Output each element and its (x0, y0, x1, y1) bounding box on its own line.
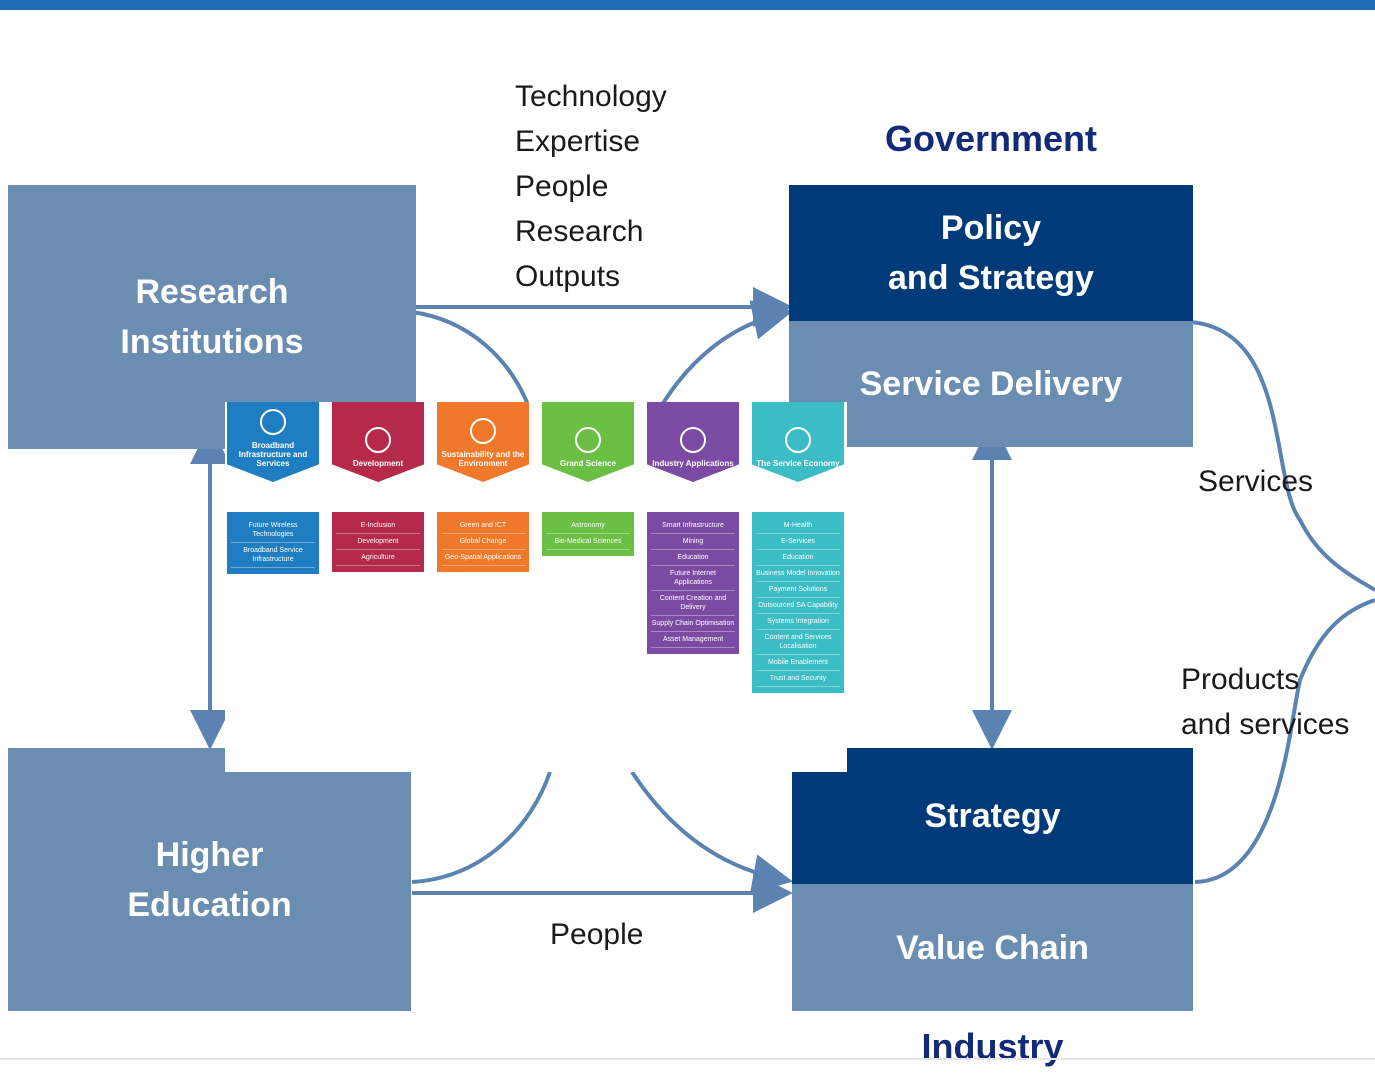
curve-inset-to-education (411, 771, 552, 884)
research-flow-label: Technology Expertise People Research Out… (515, 80, 667, 293)
broadband-icon (260, 409, 286, 435)
industry-heading: Industry (921, 1026, 1064, 1067)
curve-services (1189, 320, 1375, 592)
focus-area-title: Industry Applications (652, 459, 734, 468)
focus-area-item: E-Services (756, 534, 840, 550)
value-chain-label: Value Chain (896, 928, 1089, 967)
focus-area-item: Bio-Medical Sciences (546, 534, 630, 550)
curve-research-to-inset (411, 310, 530, 406)
focus-area-item: Supply Chain Optimisation (651, 616, 735, 632)
focus-area-item: Smart Infrastructure (651, 518, 735, 534)
focus-area-item: Outsourced SA Capability (756, 598, 840, 614)
focus-area-item: Global Change (441, 534, 525, 550)
top-banner-bar (0, 0, 1375, 10)
service-icon (785, 427, 811, 453)
focus-area-item: Agriculture (336, 550, 420, 566)
higher-education-label: Higher Education (127, 835, 292, 924)
focus-area-item: Systems Integration (756, 614, 840, 630)
focus-area-header: Sustainability and the Environment (437, 402, 529, 482)
policy-strategy-box: Policy and Strategy (789, 185, 1193, 321)
focus-area-item: Education (651, 550, 735, 566)
strategy-box: Strategy (792, 748, 1193, 884)
factory-icon (680, 427, 706, 453)
service-delivery-label: Service Delivery (859, 365, 1123, 403)
globe-icon (470, 418, 496, 444)
focus-area-item: Geo-Spatial Applications (441, 550, 525, 566)
focus-area-item: Mobile Enablement (756, 655, 840, 671)
policy-strategy-label: Policy and Strategy (888, 209, 1094, 297)
government-heading: Government (884, 118, 1098, 159)
footer-divider (0, 1058, 1375, 1060)
curve-products-services (1194, 598, 1375, 884)
focus-area-item: Astronomy (546, 518, 630, 534)
value-chain-box: Value Chain (792, 884, 1193, 1011)
focus-area-item: M-Health (756, 518, 840, 534)
science-icon (575, 427, 601, 453)
focus-area-title: Sustainability and the Environment (441, 450, 525, 468)
focus-area-item: Education (756, 550, 840, 566)
focus-area-header: Industry Applications (647, 402, 739, 482)
focus-area-title: The Service Economy (756, 459, 840, 468)
focus-area-item: Business Model Innovation (756, 566, 840, 582)
focus-area-title: Development (352, 459, 404, 468)
focus-area-item: Asset Management (651, 632, 735, 648)
services-label: Services (1198, 465, 1314, 498)
service-delivery-box: Service Delivery (789, 321, 1193, 447)
curve-inset-to-government (660, 300, 793, 407)
focus-area-item: Payment Solutions (756, 582, 840, 598)
higher-education-box: Higher Education (8, 748, 411, 1011)
focus-area-item: Content Creation and Delivery (651, 591, 735, 616)
growth-icon (365, 427, 391, 453)
products-services-label: Products and services (1181, 663, 1350, 741)
focus-area-item: Future Wireless Technologies (231, 518, 315, 543)
focus-area-item: Content and Services Localisation (756, 630, 840, 655)
focus-area-title: Broadband Infrastructure and Services (238, 441, 308, 468)
focus-area-item: Mining (651, 534, 735, 550)
focus-area-item: Development (336, 534, 420, 550)
focus-area-item: Green and ICT (441, 518, 525, 534)
focus-area-header: Broadband Infrastructure and Services (227, 402, 319, 482)
research-institutions-label: Research Institutions (120, 273, 304, 361)
focus-area-header: Grand Science (542, 402, 634, 482)
focus-area-title: Grand Science (559, 459, 617, 468)
focus-area-header: The Service Economy (752, 402, 844, 482)
focus-area-item: E-Inclusion (336, 518, 420, 534)
people-flow-label: People (550, 918, 644, 951)
focus-area-item: Trust and Security (756, 671, 840, 687)
curve-inset-to-industry (630, 770, 793, 894)
strategy-label: Strategy (924, 797, 1061, 835)
focus-area-header: Development (332, 402, 424, 482)
focus-area-item: Future Internet Applications (651, 566, 735, 591)
focus-area-item: Broadband Service Infrastructure (231, 543, 315, 568)
